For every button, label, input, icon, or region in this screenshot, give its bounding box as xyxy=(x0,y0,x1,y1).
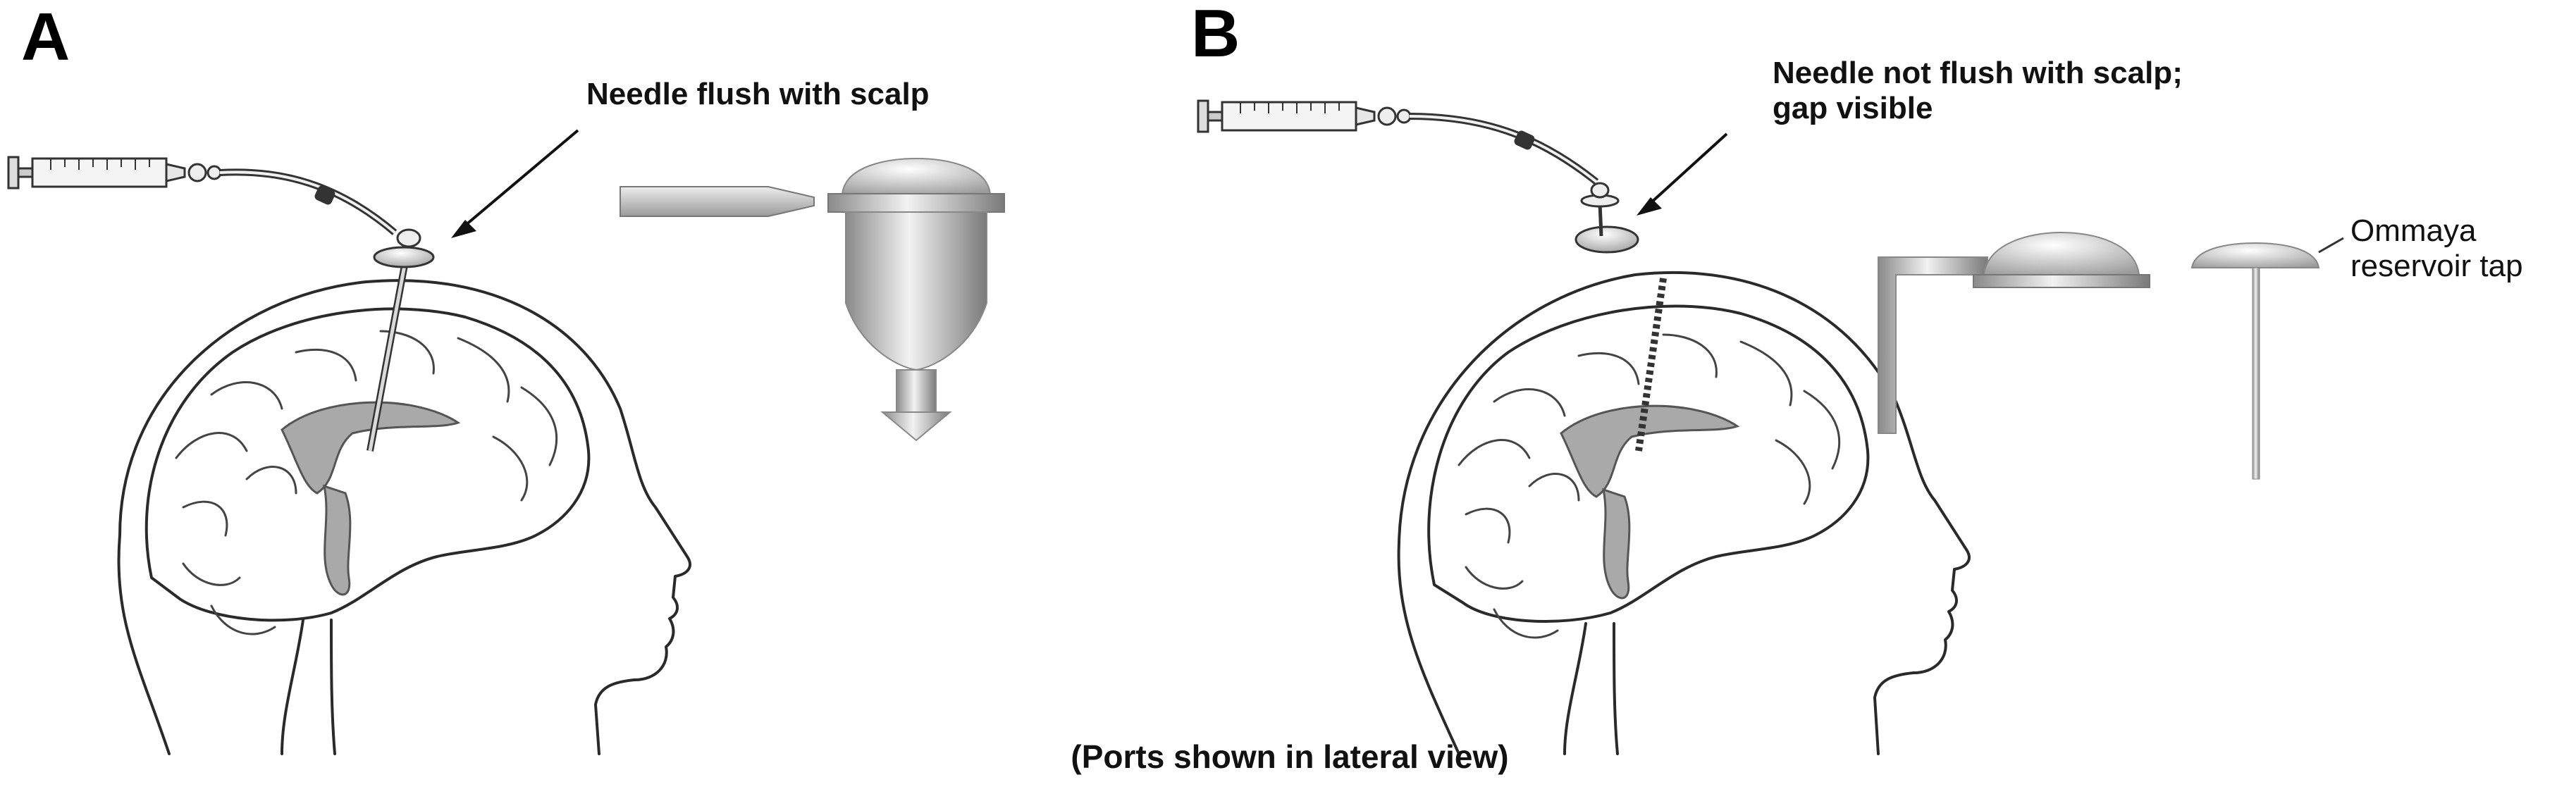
ommaya-label-line1: Ommaya xyxy=(2350,213,2477,248)
port-detail-a xyxy=(620,157,1005,442)
panel-a-letter: A xyxy=(21,0,70,75)
callout-b-line2: gap visible xyxy=(1773,91,1933,125)
callout-b-line1: Needle not flush with scalp; xyxy=(1773,56,2183,90)
callout-b-arrow xyxy=(1637,132,1728,216)
port-b xyxy=(1574,182,1667,452)
head-brain-a xyxy=(117,279,691,755)
port-detail-b xyxy=(1878,231,2150,434)
callout-a-arrow xyxy=(451,129,579,238)
ommaya-reservoir-tap xyxy=(2190,237,2344,480)
panel-a: A xyxy=(7,0,1005,755)
panel-b: B xyxy=(1191,0,2523,755)
ommaya-label-line2: reservoir tap xyxy=(2350,249,2523,283)
port-a xyxy=(366,228,435,452)
syringe-a xyxy=(7,156,222,190)
clamp-a xyxy=(314,185,335,205)
syringe-b xyxy=(1197,99,1412,133)
figure-caption: (Ports shown in lateral view) xyxy=(1071,738,1508,775)
clamp-b xyxy=(1514,130,1535,150)
panel-b-letter: B xyxy=(1191,0,1240,71)
callout-a: Needle flush with scalp xyxy=(586,77,930,111)
tubing-b xyxy=(1409,113,1599,185)
